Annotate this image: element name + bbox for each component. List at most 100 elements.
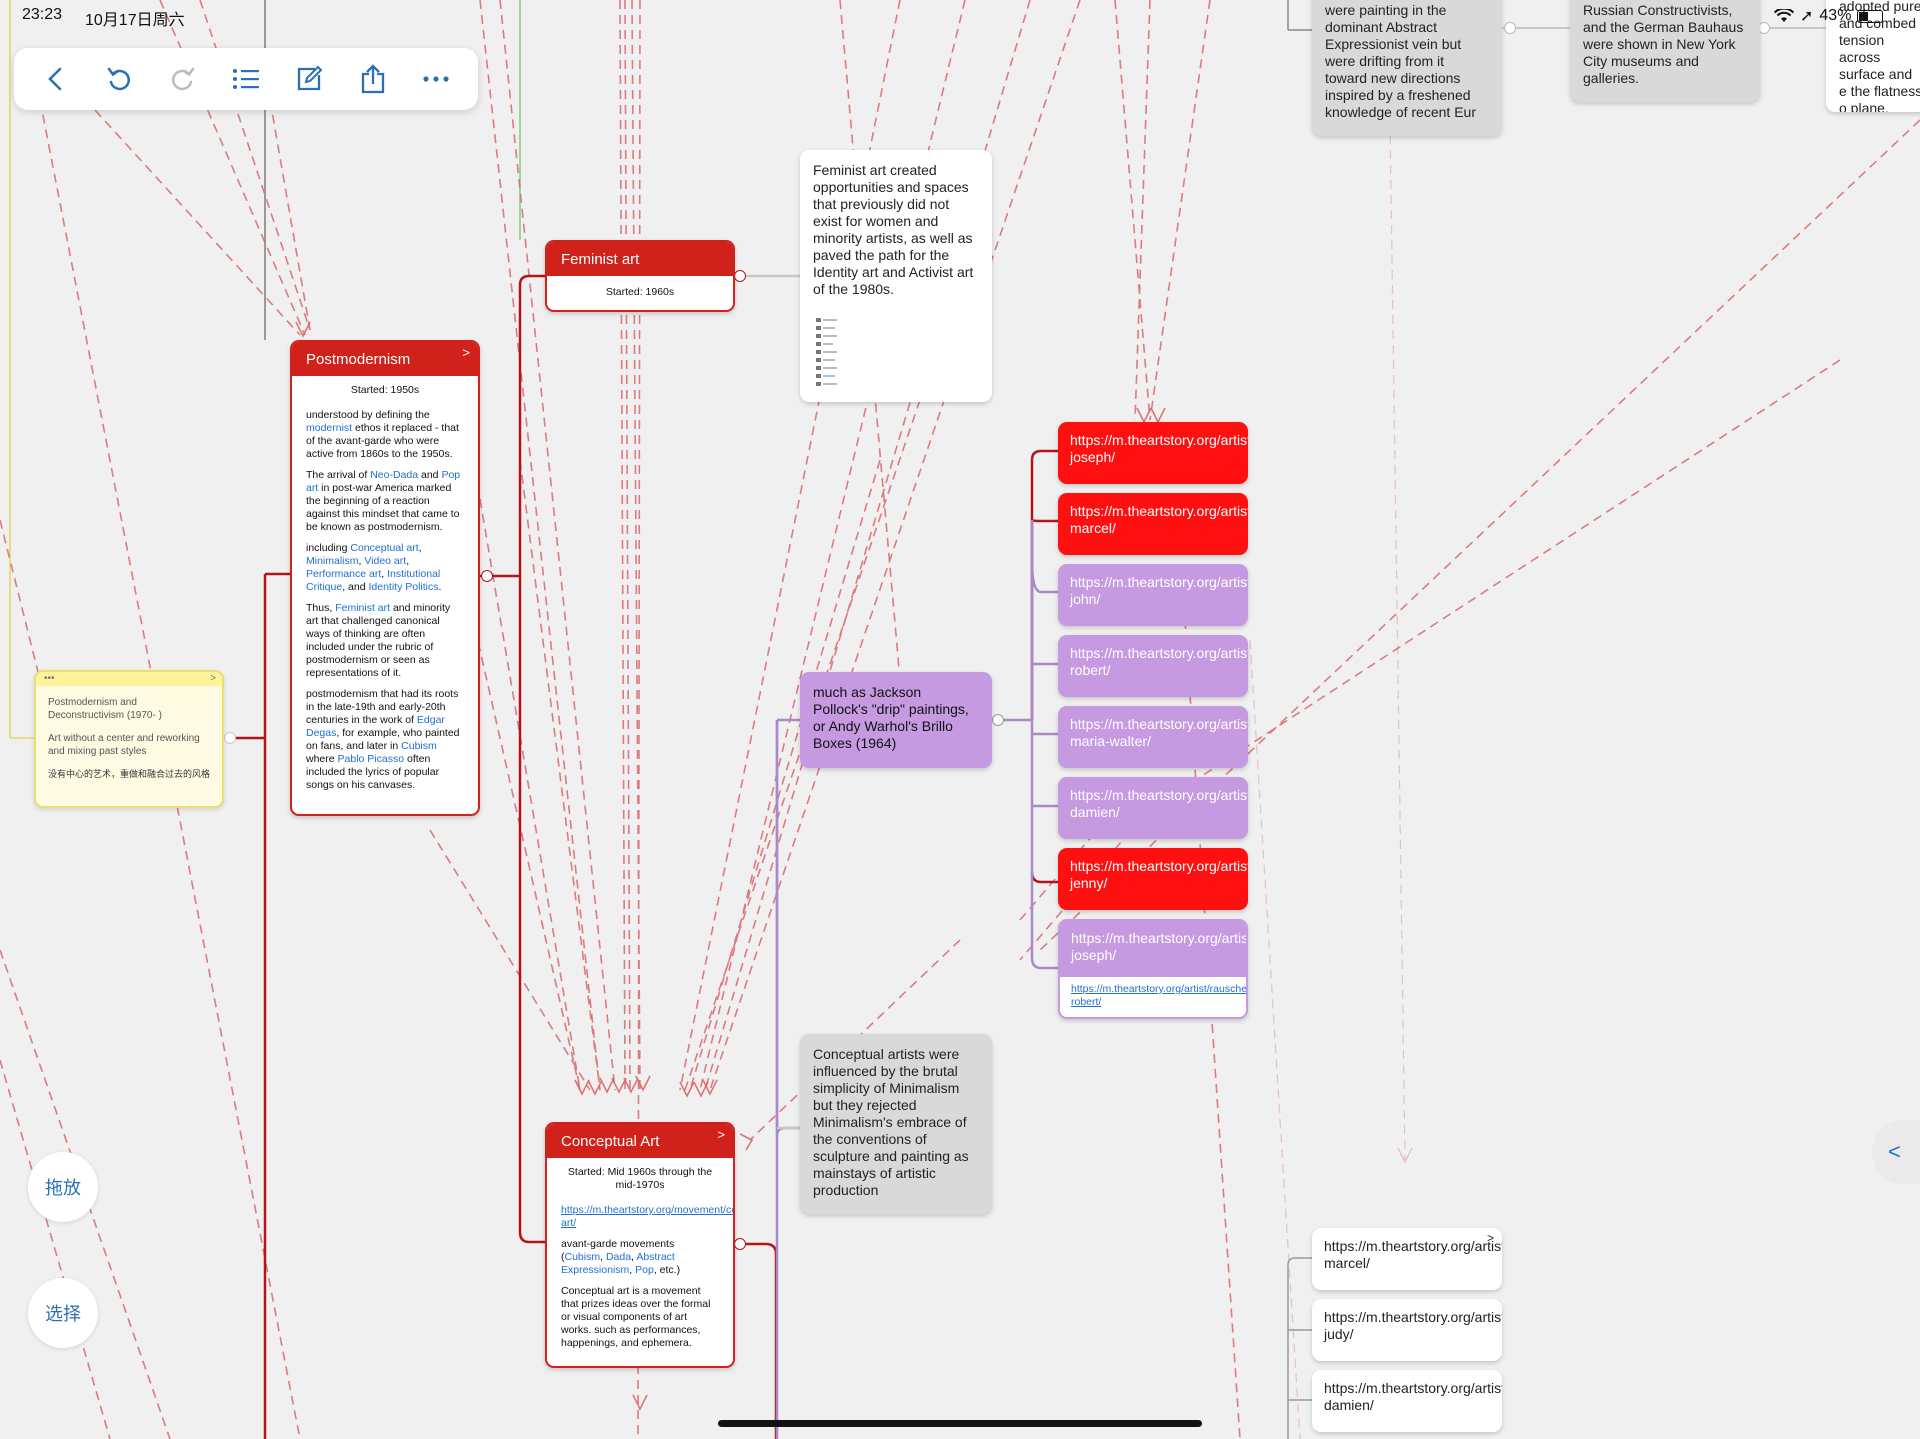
expand-panel-button[interactable]: < — [1872, 1120, 1920, 1184]
chevron-right-icon[interactable]: > — [1486, 1231, 1494, 1245]
link-institutional-critique[interactable]: Institutional Critique — [306, 568, 441, 593]
url-node-right-hirst-damien[interactable]: https://m.theartstory.org/artist/hirst-d… — [1312, 1370, 1502, 1432]
drag-mode-label: 拖放 — [45, 1178, 81, 1198]
chevron-left-icon: < — [1888, 1139, 1901, 1164]
note-text: Feminist art created opportunities and s… — [813, 162, 974, 297]
link-identity-politics[interactable]: Identity Politics — [368, 581, 439, 593]
node-paragraph: Conceptual art is a movement that prizes… — [561, 1285, 711, 1349]
node-title: Postmodernism — [306, 350, 411, 368]
undo-button[interactable] — [99, 59, 139, 99]
back-button[interactable] — [36, 59, 76, 99]
collapse-dot[interactable] — [1504, 22, 1516, 34]
note-flatness[interactable]: adopted pure and combed tension across s… — [1826, 0, 1920, 112]
collapse-dot[interactable] — [481, 570, 493, 582]
url-text: https://m.theartstory.org/artist/hirst-d… — [1070, 787, 1248, 820]
outline-preview-icon — [816, 318, 837, 386]
url-node-right-duchamp-marcel[interactable]: https://m.theartstory.org/artist/duchamp… — [1312, 1228, 1502, 1290]
link-neo-dada[interactable]: Neo-Dada — [370, 469, 419, 481]
link-performance-art[interactable]: Performance art — [306, 568, 382, 580]
url-node-holzer-jenny[interactable]: https://m.theartstory.org/artist/holzer-… — [1058, 848, 1248, 910]
node-paragraph: The arrival of Neo-Dada and Pop art in p… — [306, 469, 461, 533]
node-postmodernism[interactable]: Postmodernism > Started: 1950s understoo… — [290, 340, 480, 816]
url-node-duchamp-marcel[interactable]: https://m.theartstory.org/artist/duchamp… — [1058, 493, 1248, 555]
select-mode-button[interactable]: 选择 — [28, 1278, 98, 1348]
note-line: Art without a center and reworking and m… — [48, 733, 200, 757]
edit-button[interactable] — [289, 59, 329, 99]
link-cubism[interactable]: Cubism — [401, 740, 437, 752]
link-video-art[interactable]: Video art — [364, 555, 407, 567]
link-modernist[interactable]: modernist — [306, 422, 353, 434]
link-pablo-picasso[interactable]: Pablo Picasso — [337, 753, 405, 765]
edit-icon — [298, 65, 323, 91]
link-pop[interactable]: Pop — [635, 1264, 654, 1276]
share-button[interactable] — [353, 59, 393, 99]
url-node-hirst-damien[interactable]: https://m.theartstory.org/artist/hirst-d… — [1058, 777, 1248, 839]
wifi-icon — [1774, 9, 1794, 22]
location-icon: ➚ — [1800, 8, 1814, 25]
note-text: adopted pure and combed tension across s… — [1839, 0, 1920, 112]
note-pollock[interactable]: much as Jackson Pollock's "drip" paintin… — [800, 672, 992, 768]
link-pop-art[interactable]: Pop art — [306, 469, 461, 494]
note-conceptual-description[interactable]: Conceptual artists were influenced by th… — [800, 1034, 992, 1214]
url-text: https://m.theartstory.org/artist/kosuth-… — [1071, 930, 1248, 963]
node-body: Started: Mid 1960s through the mid-1970s… — [547, 1158, 733, 1366]
main-toolbar — [14, 48, 478, 110]
url-text: https://m.theartstory.org/artist/chicago… — [1324, 1309, 1502, 1342]
note-text: were painting in the dominant Abstract E… — [1325, 2, 1476, 120]
note-feminist-description[interactable]: Feminist art created opportunities and s… — [800, 150, 992, 402]
node-paragraph: including Conceptual art, Minimalism, Vi… — [306, 542, 442, 593]
node-title: Feminist art — [561, 250, 640, 268]
url-node-right-chicago-judy[interactable]: https://m.theartstory.org/artist/chicago… — [1312, 1299, 1502, 1361]
node-header[interactable]: Conceptual Art > — [547, 1124, 733, 1158]
chevron-right-icon[interactable]: > — [462, 345, 470, 360]
link-cubism[interactable]: Cubism — [564, 1251, 601, 1263]
chevron-right-icon[interactable]: > — [717, 1127, 725, 1142]
battery-icon — [1857, 9, 1884, 23]
link-minimalism[interactable]: Minimalism — [306, 555, 359, 567]
collapse-dot[interactable] — [224, 732, 236, 744]
url-node-baldessari-john[interactable]: https://m.theartstory.org/artist/baldess… — [1058, 564, 1248, 626]
url-node-kosuth-joseph[interactable]: https://m.theartstory.org/artist/kosuth-… — [1058, 919, 1248, 1019]
note-abstract-expressionist[interactable]: were painting in the dominant Abstract E… — [1312, 0, 1502, 136]
collapse-dot[interactable] — [734, 270, 746, 282]
more-button[interactable] — [416, 59, 456, 99]
link-dada[interactable]: Dada — [605, 1251, 632, 1263]
note-line: 没有中心的艺术，重做和融合过去的风格 — [48, 769, 211, 779]
node-paragraph: postmodernism that had its roots in the … — [306, 688, 460, 791]
redo-button[interactable] — [163, 59, 203, 99]
node-header[interactable]: Feminist art — [547, 242, 733, 276]
url-node-smithson-robert[interactable]: https://m.theartstory.org/artist/smithso… — [1058, 635, 1248, 697]
link-edgar-degas[interactable]: Edgar Degas — [306, 714, 445, 739]
link-feminist-art[interactable]: Feminist art — [335, 602, 391, 614]
status-right: ➚ 43% — [1774, 6, 1884, 26]
url-text: https://m.theartstory.org/artist/duchamp… — [1070, 503, 1248, 536]
note-text: much as Jackson Pollock's "drip" paintin… — [813, 684, 969, 751]
note-constructivists[interactable]: Russian Constructivists, and the German … — [1570, 0, 1760, 102]
url-text: https://m.theartstory.org/artist/hirst-d… — [1324, 1380, 1502, 1413]
link-rauschenberg-robert[interactable]: https://m.theartstory.org/artist/rausche… — [1071, 983, 1248, 1008]
status-date: 10月17日周六 — [85, 12, 185, 29]
link-abstract-expressionism[interactable]: Abstract Expressionism — [561, 1251, 675, 1276]
url-node-beuys-joseph[interactable]: https://m.theartstory.org/artist/beuys-j… — [1058, 422, 1248, 484]
collapse-dot[interactable] — [992, 714, 1004, 726]
link-conceptual-art[interactable]: Conceptual art — [350, 542, 419, 554]
url-text: https://m.theartstory.org/artist/holzer-… — [1070, 858, 1248, 891]
chevron-right-icon[interactable]: > — [210, 673, 216, 684]
node-header[interactable]: Postmodernism > — [292, 342, 478, 376]
collapse-dot[interactable] — [734, 1238, 746, 1250]
url-node-de-maria-walter[interactable]: https://m.theartstory.org/artist/de-mari… — [1058, 706, 1248, 768]
drag-mode-button[interactable]: 拖放 — [28, 1152, 98, 1222]
url-body: https://m.theartstory.org/artist/rausche… — [1060, 977, 1246, 1015]
url-text: https://m.theartstory.org/artist/smithso… — [1070, 645, 1248, 678]
yellow-note-postmodernism-deconstructivism[interactable]: •••> Postmodernism and Deconstructivism … — [34, 670, 224, 808]
home-indicator[interactable] — [718, 1420, 1202, 1427]
outline-button[interactable] — [226, 59, 266, 99]
link-conceptual-art-url[interactable]: https://m.theartstory.org/movement/conce… — [561, 1204, 735, 1229]
note-header: ••• > — [36, 672, 222, 686]
url-text: https://m.theartstory.org/artist/beuys-j… — [1070, 432, 1248, 465]
node-conceptual-art[interactable]: Conceptual Art > Started: Mid 1960s thro… — [545, 1122, 735, 1368]
redo-icon — [171, 67, 194, 91]
more-icon[interactable]: ••• — [44, 673, 55, 684]
node-feminist-art[interactable]: Feminist art Started: 1960s — [545, 240, 735, 312]
